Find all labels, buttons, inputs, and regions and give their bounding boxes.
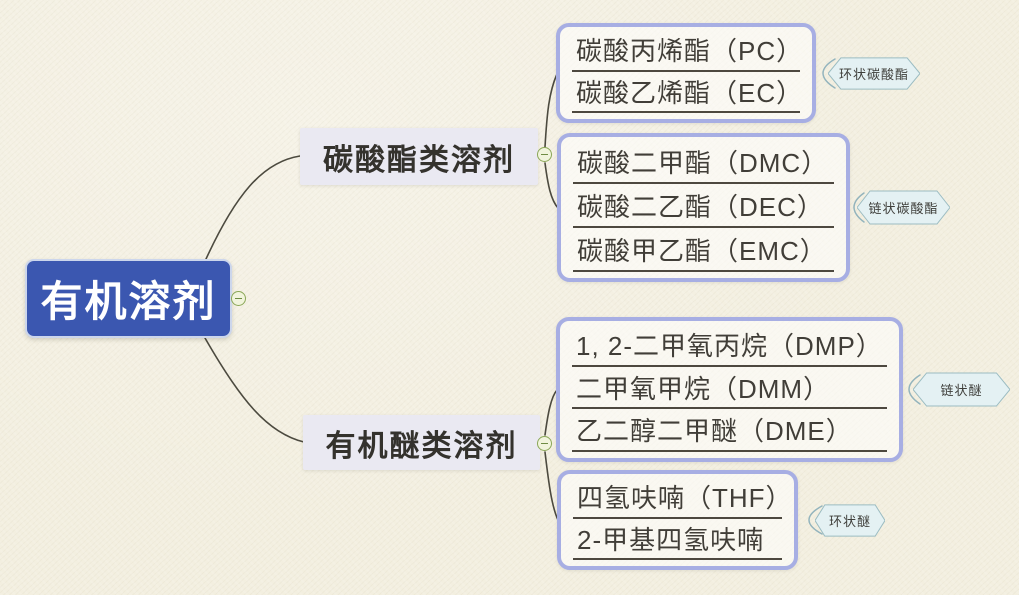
root-topic[interactable]: 有机溶剂: [25, 259, 232, 338]
callout-cyclic-carbonate[interactable]: 环状碳酸酯: [828, 57, 920, 90]
tag-bracket-chain-carbonate: [853, 192, 865, 223]
topic-item[interactable]: 1, 2-二甲氧丙烷（DMP）: [572, 324, 887, 367]
group-cyclic-ethers: 四氢呋喃（THF） 2-甲基四氢呋喃: [557, 470, 798, 570]
callout-chain-carbonate[interactable]: 链状碳酸酯: [857, 190, 950, 225]
branch-label-text: 碳酸酯类溶剂: [323, 143, 515, 177]
topic-item-label: 乙二醇二甲醚（DME）: [576, 416, 853, 447]
topic-item-label: 四氢呋喃（THF）: [577, 483, 793, 514]
callout-hexagon-shape: [857, 190, 950, 225]
callout-hexagon-shape: [828, 57, 920, 90]
collapse-icon[interactable]: [537, 147, 552, 162]
topic-item-label: 二甲氧甲烷（DMM）: [576, 373, 831, 404]
edge-ether-to-chain-group: [544, 389, 558, 436]
topic-item[interactable]: 碳酸乙烯酯（EC）: [572, 72, 804, 113]
minus-icon: [541, 153, 548, 156]
edge-carbonate-to-chain-group: [544, 162, 559, 209]
callout-hexagon-shape: [815, 504, 885, 537]
topic-item-label: 碳酸乙烯酯（EC）: [576, 77, 804, 108]
collapse-icon[interactable]: [537, 436, 552, 451]
collapse-icon[interactable]: [231, 291, 246, 306]
topic-item[interactable]: 乙二醇二甲醚（DME）: [572, 409, 887, 453]
topic-item[interactable]: 四氢呋喃（THF）: [573, 477, 792, 519]
edge-root-to-carbonate: [205, 155, 301, 260]
callout-label: 环状醚: [828, 514, 871, 529]
topic-item[interactable]: 碳酸甲乙酯（EMC）: [573, 228, 834, 272]
root-topic-label: 有机溶剂: [40, 278, 217, 325]
topic-item-label: 碳酸二乙酯（DEC）: [577, 191, 824, 222]
edge-root-to-ether: [204, 337, 305, 443]
group-chain-carbonates: 碳酸二甲酯（DMC） 碳酸二乙酯（DEC） 碳酸甲乙酯（EMC）: [557, 133, 850, 282]
topic-item[interactable]: 碳酸二甲酯（DMC）: [573, 140, 834, 184]
topic-item-label: 碳酸甲乙酯（EMC）: [577, 235, 827, 266]
topic-item[interactable]: 2-甲基四氢呋喃: [573, 519, 782, 560]
branch-label-text: 有机醚类溶剂: [325, 429, 518, 463]
tag-bracket-cyclic-ether: [808, 505, 823, 535]
edge-ether-to-cyclic-group: [544, 451, 559, 521]
group-cyclic-carbonates: 碳酸丙烯酯（PC） 碳酸乙烯酯（EC）: [556, 23, 816, 123]
minus-icon: [235, 297, 242, 300]
topic-item-label: 2-甲基四氢呋喃: [577, 524, 765, 555]
topic-item-label: 碳酸丙烯酯（PC）: [576, 36, 804, 67]
topic-item-label: 1, 2-二甲氧丙烷（DMP）: [576, 330, 883, 361]
branch-ether-solvents[interactable]: 有机醚类溶剂: [303, 415, 540, 470]
topic-item[interactable]: 碳酸丙烯酯（PC）: [572, 30, 804, 72]
callout-label: 环状碳酸酯: [838, 67, 909, 82]
topic-item[interactable]: 二甲氧甲烷（DMM）: [572, 367, 887, 410]
minus-icon: [541, 442, 548, 445]
topic-item[interactable]: 碳酸二乙酯（DEC）: [573, 184, 834, 228]
branch-carbonate-solvents[interactable]: 碳酸酯类溶剂: [300, 128, 538, 185]
callout-label: 链状碳酸酯: [868, 201, 939, 216]
callout-chain-ether[interactable]: 链状醚: [913, 372, 1010, 407]
callout-hexagon-shape: [913, 372, 1010, 407]
callout-cyclic-ether[interactable]: 环状醚: [815, 504, 885, 537]
tag-bracket-cyclic-carbonate: [822, 58, 836, 89]
group-chain-ethers: 1, 2-二甲氧丙烷（DMP） 二甲氧甲烷（DMM） 乙二醇二甲醚（DME）: [556, 317, 903, 462]
callout-label: 链状醚: [940, 383, 983, 398]
edge-carbonate-to-cyclic-group: [544, 73, 558, 148]
topic-item-label: 碳酸二甲酯（DMC）: [577, 147, 829, 178]
tag-bracket-chain-ether: [908, 374, 921, 405]
